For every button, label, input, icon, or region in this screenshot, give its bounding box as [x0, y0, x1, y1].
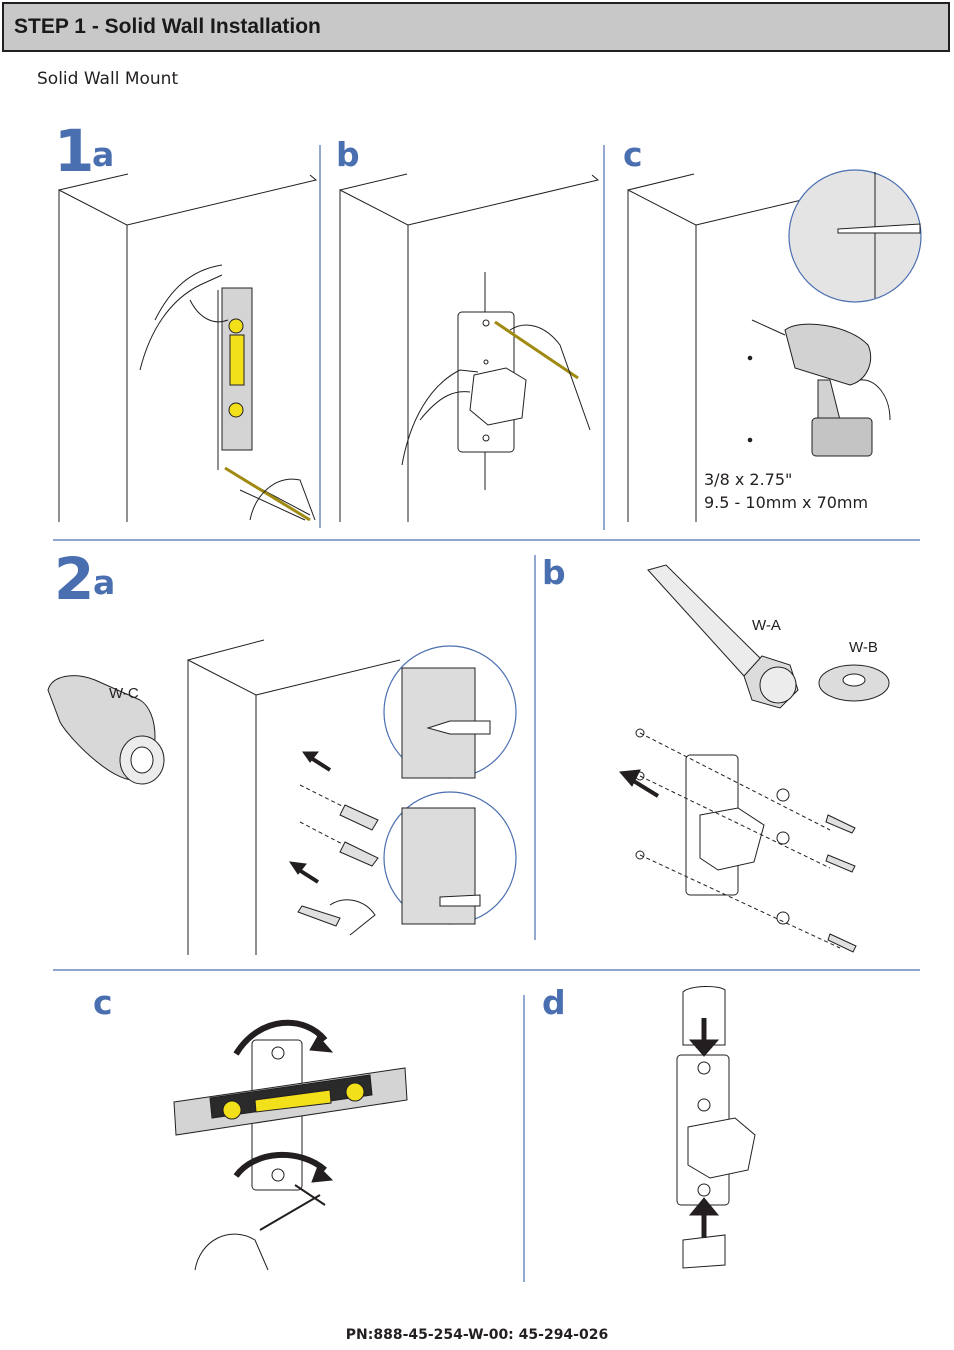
part-number: PN:888-45-254-W-00: 45-294-026	[345, 1327, 609, 1343]
step2b-illustration	[618, 564, 890, 953]
part-wa-label: W-A	[752, 617, 781, 634]
bolt-wa-icon	[647, 564, 799, 709]
drill-spec-imperial: 3/8 x 2.75"	[704, 470, 793, 489]
page-subtitle: Solid Wall Mount	[37, 69, 179, 89]
step2c-label: c	[93, 983, 113, 1022]
step1c-label: c	[623, 135, 643, 174]
step1b-illustration	[339, 173, 600, 522]
step1b-label: b	[336, 135, 360, 174]
page-title: STEP 1 - Solid Wall Installation	[14, 15, 321, 38]
step2d-illustration	[676, 986, 756, 1269]
step2c-illustration	[173, 1019, 408, 1271]
step1a-illustration	[58, 173, 318, 522]
step2b-label: b	[542, 553, 566, 592]
step2-number: 2	[54, 545, 95, 613]
part-wc-label: W-C	[109, 685, 139, 702]
part-wb-label: W-B	[849, 639, 878, 656]
drill-spec-metric: 9.5 - 10mm x 70mm	[704, 493, 869, 512]
step1c-illustration	[627, 169, 922, 522]
step1a-label: a	[92, 135, 115, 174]
step2d-label: d	[542, 983, 566, 1022]
step2a-label: a	[93, 563, 116, 602]
washer-wb-icon	[818, 664, 890, 702]
header-bar: STEP 1 - Solid Wall Installation	[2, 2, 950, 52]
anchor-wc-icon	[47, 675, 165, 785]
step1-number: 1	[54, 117, 95, 185]
step2a-illustration	[47, 639, 517, 955]
